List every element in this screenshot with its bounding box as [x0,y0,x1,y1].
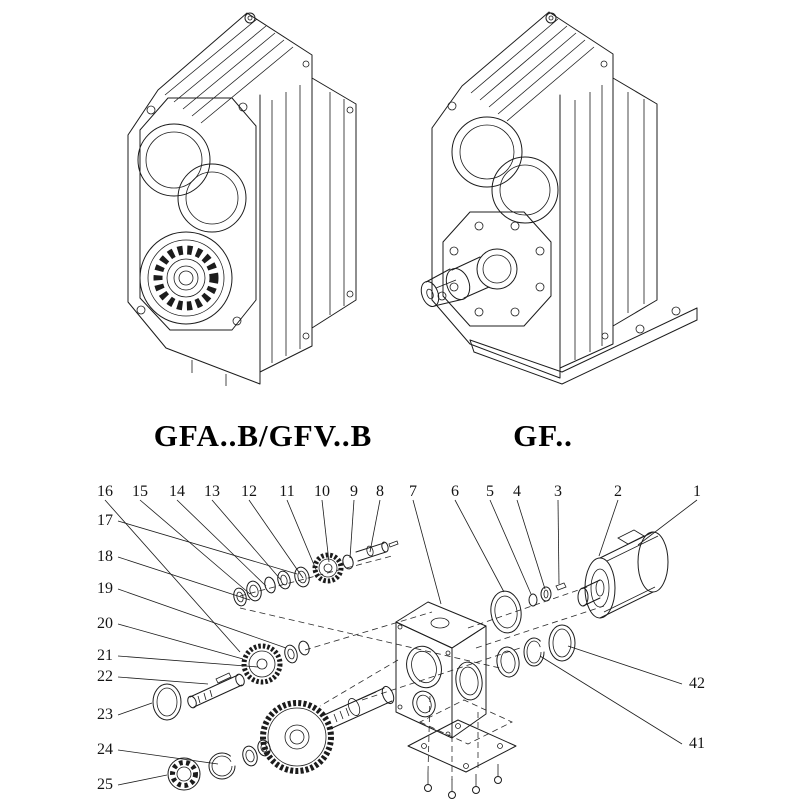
motor-unit [577,529,669,619]
output-gear-parts [167,685,395,791]
exploded-view [152,529,669,799]
callout-4: 4 [513,483,521,500]
intermediate-gear-parts [152,640,310,721]
callout-7: 7 [409,483,417,500]
callout-18: 18 [97,548,113,565]
callout-42: 42 [689,675,705,692]
callout-41: 41 [689,735,705,752]
callout-19: 19 [97,580,113,597]
callout-13: 13 [204,483,220,500]
callout-1: 1 [693,483,701,500]
callout-3: 3 [554,483,562,500]
bearing-ring-set [496,624,576,678]
model-label-left: GFA..B/GFV..B [153,418,373,453]
callout-24: 24 [97,741,113,758]
callout-20: 20 [97,615,113,632]
callout-8: 8 [376,483,384,500]
callout-23: 23 [97,706,113,723]
callout-25: 25 [97,776,113,793]
callout-10: 10 [314,483,330,500]
callout-17: 17 [97,512,113,529]
callout-22: 22 [97,668,113,685]
callout-2: 2 [614,483,622,500]
callout-9: 9 [350,483,358,500]
callout-11: 11 [279,483,295,500]
callout-16: 16 [97,483,113,500]
model-label-right: GF.. [513,418,573,453]
callout-14: 14 [169,483,185,500]
cover-plate-parts [407,699,517,799]
leader-lines [104,499,698,786]
callout-12: 12 [241,483,257,500]
input-seal-parts [490,582,567,634]
callout-15: 15 [132,483,148,500]
callout-5: 5 [486,483,494,500]
gearbox-left-drawing [127,12,357,386]
input-pinion-parts [233,540,399,607]
callout-21: 21 [97,647,113,664]
gearbox-right-drawing [420,11,698,385]
callout-6: 6 [451,483,459,500]
housing [395,601,487,739]
